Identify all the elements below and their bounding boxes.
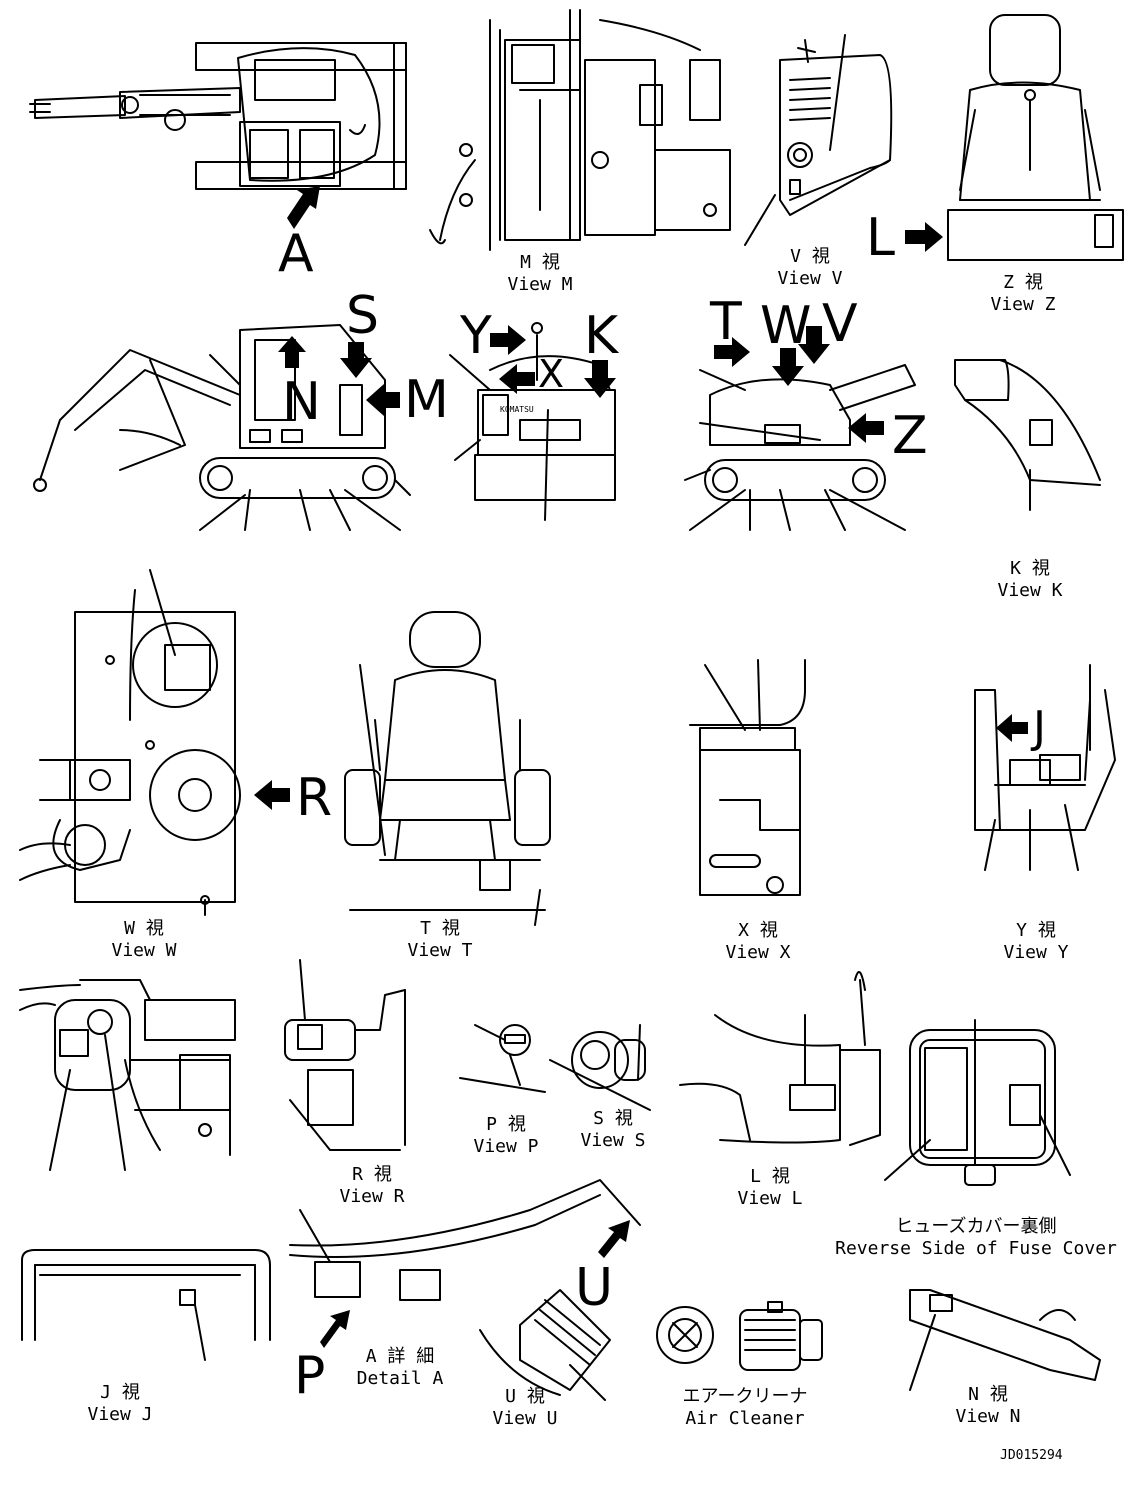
arrow-s bbox=[340, 342, 372, 378]
view-p-drawing bbox=[460, 1025, 545, 1092]
arrow-w bbox=[772, 348, 804, 386]
letter-k: K bbox=[584, 306, 619, 366]
arrow-z bbox=[848, 413, 884, 443]
view-z-drawing bbox=[948, 15, 1123, 260]
letter-s: S bbox=[346, 286, 380, 346]
letter-u: U bbox=[575, 1258, 614, 1318]
arrow-j bbox=[996, 714, 1028, 742]
arrow-y bbox=[490, 325, 526, 355]
excavator-side-view-right bbox=[685, 365, 915, 530]
arrow-v bbox=[798, 326, 830, 364]
view-x-drawing bbox=[690, 660, 805, 895]
arrow-u bbox=[598, 1220, 630, 1258]
arrow-a bbox=[287, 186, 320, 229]
view-l-drawing bbox=[680, 972, 880, 1145]
engine-detail-drawing bbox=[20, 980, 235, 1170]
letter-m: M bbox=[404, 370, 449, 430]
letter-w: W bbox=[760, 296, 812, 356]
arrow-l bbox=[905, 222, 943, 252]
view-y-drawing bbox=[975, 665, 1115, 870]
view-t-drawing bbox=[345, 612, 550, 925]
letter-j: J bbox=[1033, 702, 1046, 753]
arrow-t bbox=[714, 337, 750, 367]
view-u-drawing bbox=[480, 1290, 610, 1400]
view-w-drawing bbox=[20, 570, 240, 915]
view-k-drawing bbox=[955, 360, 1100, 510]
letter-n: N bbox=[282, 372, 321, 432]
letter-r: R bbox=[296, 768, 333, 828]
air-cleaner-drawing bbox=[657, 1302, 822, 1370]
arrow-r bbox=[254, 780, 290, 810]
drawing-id: JD015294 bbox=[1000, 1448, 1063, 1463]
letter-v: V bbox=[822, 294, 858, 354]
view-j-drawing bbox=[22, 1250, 270, 1360]
view-m-drawing bbox=[430, 10, 730, 250]
view-r-drawing bbox=[285, 960, 405, 1150]
letter-l: L bbox=[866, 208, 895, 268]
arrow-n bbox=[278, 336, 306, 368]
letter-p: P bbox=[294, 1346, 326, 1406]
arrow-x bbox=[499, 364, 535, 394]
letter-y: Y bbox=[460, 306, 492, 366]
view-v-drawing bbox=[745, 35, 891, 245]
letter-a: A bbox=[278, 224, 314, 284]
excavator-side-view bbox=[34, 325, 410, 530]
excavator-rear-view bbox=[450, 323, 615, 520]
arrow-m bbox=[366, 384, 400, 416]
excavator-top-view bbox=[30, 43, 406, 189]
fuse-cover-drawing bbox=[885, 1020, 1070, 1185]
letter-x: X bbox=[538, 352, 565, 396]
arrow-p bbox=[320, 1310, 350, 1348]
brand-logo-text: KOMATSU bbox=[500, 405, 534, 414]
view-s-drawing bbox=[550, 1025, 650, 1110]
letter-z: Z bbox=[892, 406, 928, 466]
view-n-drawing bbox=[910, 1290, 1100, 1390]
letter-t: T bbox=[710, 292, 742, 352]
detail-a-drawing bbox=[290, 1180, 640, 1300]
arrow-k bbox=[584, 360, 616, 398]
